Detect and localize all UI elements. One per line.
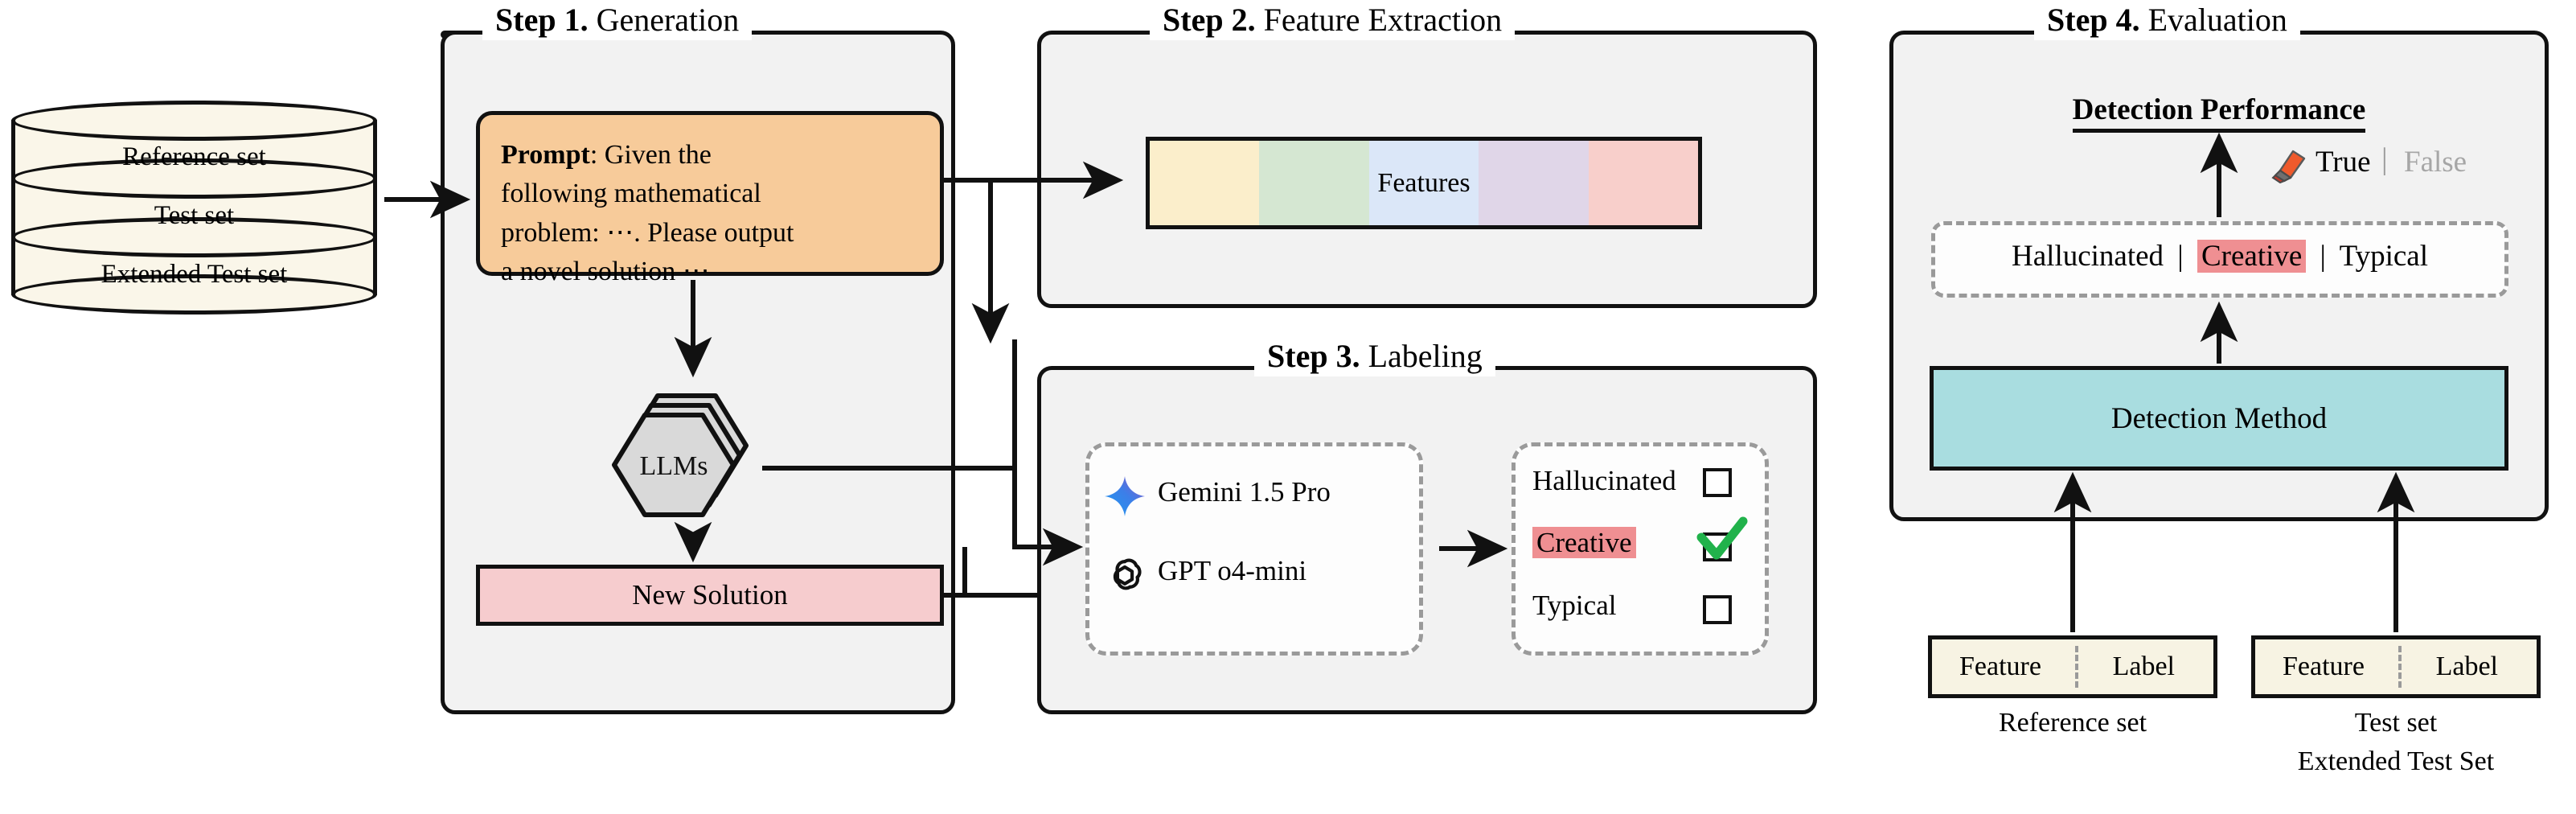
step-1-title: Step 1. Generation (482, 2, 753, 40)
reference-set-label-label: Label (2112, 652, 2175, 681)
feature-segment-1 (1150, 141, 1260, 225)
label-option-typical: Typical (1532, 590, 1617, 621)
prompt-line-1: : Given the (589, 140, 712, 170)
checkbox-hallucinated[interactable] (1703, 468, 1732, 497)
detection-method-box: Detection Method (1930, 366, 2508, 471)
llms-hexagon-stack: LLMs (605, 378, 765, 539)
step-2-title: Step 2. Feature Extraction (1150, 2, 1516, 40)
predicted-class-separator-1: | (2177, 240, 2184, 273)
test-set-input-box: Feature Label (2251, 635, 2541, 698)
feature-segment-4 (1479, 141, 1589, 225)
step-3-title-bold: Step 3. (1267, 338, 1360, 374)
test-set-label-label: Label (2435, 652, 2498, 681)
feature-segment-3 (1368, 141, 1479, 225)
step-1-title-rest: Generation (588, 2, 740, 38)
judge-label-gemini: Gemini 1.5 Pro (1158, 476, 1331, 508)
predicted-class-separator-2: | (2320, 240, 2326, 273)
prompt-line-2: following mathematical (501, 179, 761, 209)
step-2-title-rest: Feature Extraction (1255, 2, 1503, 38)
verdict-true: True (2316, 146, 2371, 179)
prompt-line-4: a novel solution ⋯ (501, 256, 710, 286)
test-set-divider (2398, 646, 2402, 688)
detection-method-label: Detection Method (2110, 401, 2328, 435)
step-3-title-rest: Labeling (1360, 338, 1483, 374)
reference-set-caption: Reference set (1998, 708, 2147, 738)
feature-segment-5 (1588, 141, 1699, 225)
feature-segment-2 (1259, 141, 1369, 225)
checkbox-typical[interactable] (1703, 595, 1732, 624)
highlighter-icon (2266, 143, 2309, 184)
dataset-cylinder: Reference set Test set Extended Test set (11, 101, 377, 314)
prompt-label: Prompt (501, 140, 590, 170)
openai-icon (1101, 551, 1148, 598)
test-set-caption-line-2: Extended Test Set (2297, 746, 2495, 776)
reference-set-divider (2075, 646, 2078, 688)
step-2-title-bold: Step 2. (1163, 2, 1256, 38)
step-4-title-rest: Evaluation (2139, 2, 2287, 38)
step-4-title-bold: Step 4. (2047, 2, 2140, 38)
cylinder-top-ellipse (11, 101, 377, 141)
gemini-icon (1103, 475, 1146, 518)
dataset-layer-test: Test set (154, 201, 235, 230)
new-solution-box: New Solution (476, 565, 944, 626)
test-set-feature-label: Feature (2283, 652, 2365, 681)
predicted-class-hallucinated: Hallucinated (2012, 240, 2164, 273)
cylinder-body (11, 120, 377, 295)
predicted-class-creative: Creative (2197, 240, 2307, 273)
step-3-title: Step 3. Labeling (1254, 338, 1495, 376)
detection-performance-heading-text: Detection Performance (2072, 93, 2366, 133)
step-4-title: Step 4. Evaluation (2034, 2, 2300, 40)
label-option-creative-wrap: Creative (1532, 527, 1636, 559)
dataset-layer-extended: Extended Test set (100, 260, 288, 289)
predicted-classes-row: Hallucinated | Creative | Typical (1931, 239, 2508, 273)
features-label: Features (1377, 167, 1471, 198)
judge-models-card (1085, 442, 1423, 656)
cylinder-bottom-ellipse (11, 274, 377, 314)
check-mark-icon (1695, 516, 1748, 561)
cylinder-divider-1 (11, 158, 377, 199)
verdict-false: False (2404, 146, 2467, 179)
label-option-hallucinated: Hallucinated (1532, 465, 1676, 496)
prompt-box: Prompt: Given the following mathematical… (476, 111, 944, 286)
label-option-creative: Creative (1532, 527, 1636, 558)
reference-set-input-box: Feature Label (1928, 635, 2217, 698)
judge-label-gpt: GPT o4-mini (1158, 555, 1307, 586)
dataset-layer-reference: Reference set (122, 142, 266, 171)
prompt-line-3: problem: ⋯. Please output (501, 217, 794, 248)
reference-set-feature-label: Feature (1959, 652, 2041, 681)
step-1-title-bold: Step 1. (495, 2, 589, 38)
prompt-text: Prompt: Given the following mathematical… (501, 136, 927, 291)
detection-performance-heading: Detection Performance (1889, 92, 2549, 133)
features-strip: Features (1146, 137, 1702, 229)
verdict-separator: | (2381, 142, 2388, 176)
cylinder-divider-2 (11, 217, 377, 257)
predicted-class-typical: Typical (2339, 240, 2428, 273)
llms-label: LLMs (640, 451, 708, 481)
test-set-caption-line-1: Test set (2354, 708, 2438, 738)
new-solution-label: New Solution (632, 579, 788, 610)
